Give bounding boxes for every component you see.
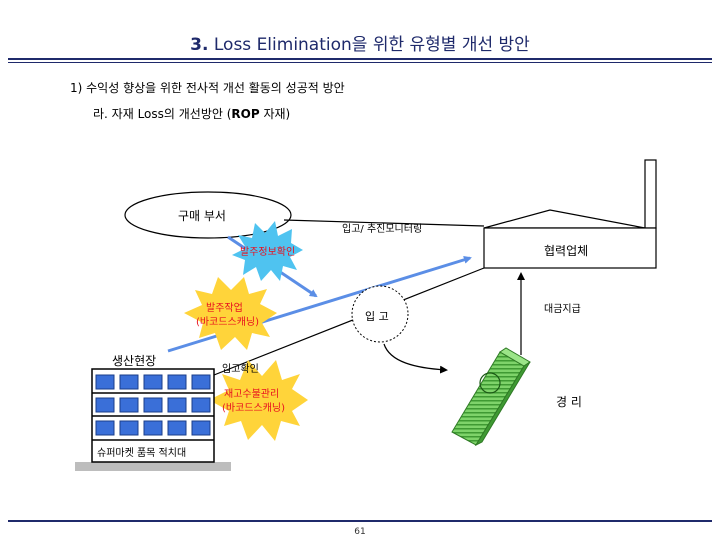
title-text: Loss Elimination을 위한 유형별 개선 방안 <box>213 35 530 55</box>
building-windows <box>95 374 211 436</box>
section-subheading: 라. 자재 Loss의 개선방안 (ROP 자재) <box>93 105 290 122</box>
receipt-label: 입 고 <box>365 310 389 323</box>
production-site-label: 생산현장 <box>112 354 157 368</box>
order-info-label: 발주정보확인 <box>240 247 296 258</box>
order-info-starburst <box>232 221 303 281</box>
ordering-label-2: (바코드스캐닝) <box>196 317 260 328</box>
supermarket-label: 슈퍼마켓 품목 적치대 <box>97 448 187 459</box>
page-number: 61 <box>354 527 366 537</box>
title-divider <box>8 58 712 60</box>
page-title: 3. Loss Elimination을 위한 유형별 개선 방안 <box>0 30 720 55</box>
receipt-curve-arrow <box>383 343 448 374</box>
ordering-label-1: 발주작업 <box>206 303 243 314</box>
monitoring-line <box>283 219 485 227</box>
production-building <box>75 368 231 471</box>
purchasing-dept-ellipse <box>124 191 292 239</box>
accounting-label: 경 리 <box>556 395 582 409</box>
purchasing-dept-label: 구매 부서 <box>178 209 226 223</box>
subheading-suffix: 자재) <box>259 107 291 121</box>
payment-label: 대금지급 <box>544 304 581 315</box>
inventory-label-2: (바코드스캐닝) <box>222 403 286 414</box>
money-stack-icon <box>451 347 531 447</box>
inventory-label-1: 재고수불관리 <box>224 389 280 400</box>
subheading-prefix: 라. 자재 Loss의 개선방안 ( <box>93 107 232 121</box>
building-ground <box>75 462 231 471</box>
supplier-body <box>483 227 657 269</box>
title-number: 3. <box>190 35 209 55</box>
receipt-line <box>213 267 485 376</box>
title-divider-thin <box>8 62 712 63</box>
footer-divider <box>8 520 712 522</box>
section-heading: 1) 수익성 향상을 위한 전사적 개선 활동의 성공적 방안 <box>70 81 345 95</box>
supplier-roof <box>483 209 646 229</box>
inventory-starburst <box>209 360 308 441</box>
subheading-bold: ROP <box>231 107 260 121</box>
supplier-building <box>483 159 657 269</box>
supplier-chimney <box>644 159 657 229</box>
ordering-starburst <box>184 277 277 350</box>
receipt-circle <box>351 285 409 343</box>
receipt-check-label: 입고확인 <box>222 364 259 375</box>
supplier-label: 협력업체 <box>544 244 589 258</box>
receipt-monitoring-label: 입고/ 추진모니터링 <box>342 224 423 235</box>
